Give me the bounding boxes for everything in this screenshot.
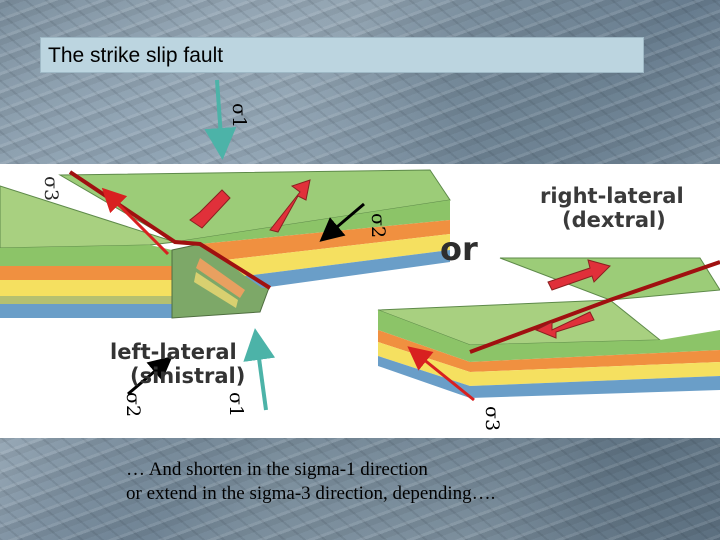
sigma3-bottom-arrow xyxy=(407,346,475,402)
left-motion-arrow-down xyxy=(189,189,231,229)
left-lateral-line2: (sinistral) xyxy=(130,364,246,388)
caption-line2: or extend in the sigma-3 direction, depe… xyxy=(126,483,496,504)
sigma2-bottom-arrow xyxy=(127,356,173,396)
sigma1-bottom-arrow xyxy=(243,328,276,411)
left-back-yellow xyxy=(225,234,450,276)
sigma2-right-arrow xyxy=(319,202,365,242)
right-layer-green xyxy=(378,310,470,362)
right-front-yellow xyxy=(470,362,720,386)
right-fault-block xyxy=(377,257,720,398)
right-front-blue xyxy=(470,376,720,398)
left-layer-olive xyxy=(0,296,172,304)
caption-line1: … And shorten in the sigma-1 direction xyxy=(126,459,428,480)
right-motion-arrow-right xyxy=(547,259,611,291)
left-layer-yellow xyxy=(0,280,172,296)
caption: … And shorten in the sigma-1 direction o… xyxy=(126,458,706,506)
left-lateral-label: left-lateral (sinistral) xyxy=(110,340,245,388)
left-layer-orange xyxy=(0,266,172,280)
sigma3-bottom-label: σ3 xyxy=(481,406,503,432)
right-front-green xyxy=(470,330,720,362)
right-block-back-top xyxy=(499,257,720,301)
right-fault-line xyxy=(469,260,720,354)
left-layer-blue xyxy=(0,304,172,318)
sigma3-left-label: σ3 xyxy=(40,176,62,202)
sigma1-top-arrow xyxy=(204,79,237,160)
slide-title: The strike slip fault xyxy=(48,44,224,67)
left-lateral-line1: left-lateral xyxy=(110,340,237,364)
right-front-orange xyxy=(470,350,720,372)
sigma1-bottom-label: σ1 xyxy=(225,392,247,418)
sigma1-top-label: σ1 xyxy=(228,103,250,129)
left-layer-green xyxy=(0,245,172,266)
sigma2-right-label: σ2 xyxy=(367,213,389,239)
left-fault-block xyxy=(0,169,451,319)
or-label: or xyxy=(440,230,478,268)
right-lateral-line2: (dextral) xyxy=(562,208,666,232)
right-motion-arrow-left xyxy=(534,311,595,339)
sigma2-bottom-label: σ2 xyxy=(122,392,144,418)
right-layer-blue xyxy=(378,356,470,398)
left-back-blue xyxy=(245,250,450,288)
left-motion-arrow-up xyxy=(269,179,311,233)
right-lateral-label: right-lateral (dextral) xyxy=(540,184,684,232)
left-back-green xyxy=(175,200,450,244)
left-scarp-yellow xyxy=(194,272,238,308)
left-scarp-orange xyxy=(196,258,245,298)
sigma3-left-arrow xyxy=(101,187,170,256)
right-lateral-line1: right-lateral xyxy=(540,184,684,208)
title-bar: The strike slip fault xyxy=(40,37,644,73)
